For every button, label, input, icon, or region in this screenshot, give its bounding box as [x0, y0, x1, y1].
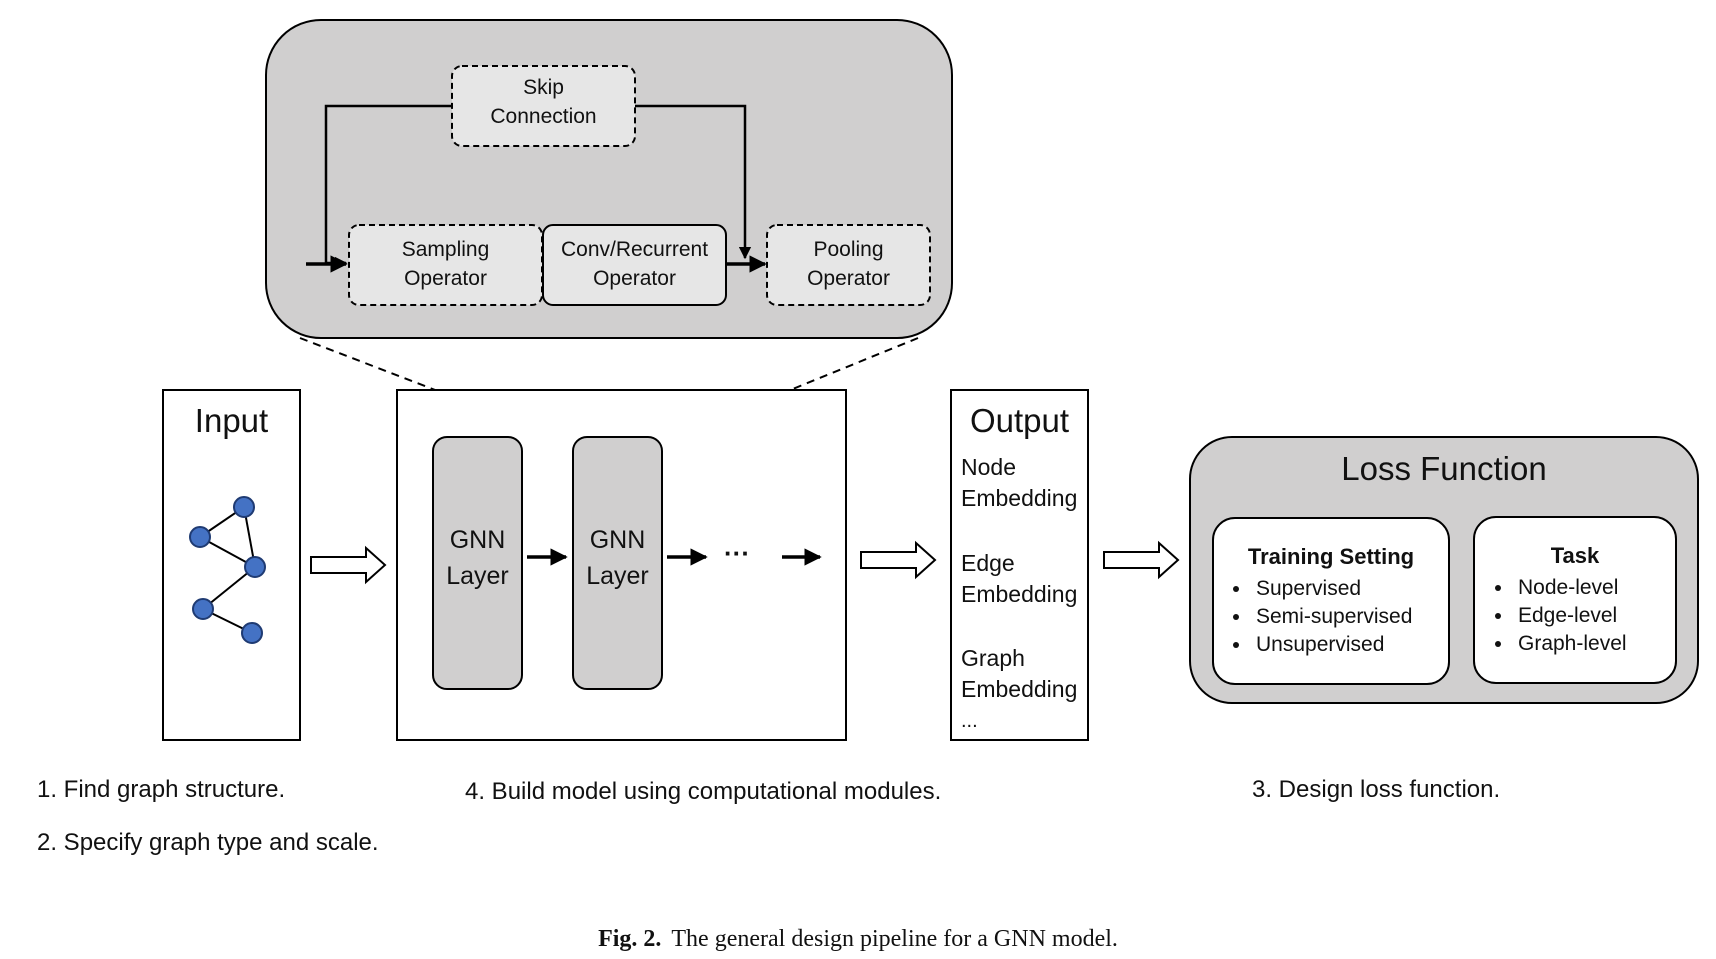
pooling-line2: Operator — [807, 267, 890, 290]
conv-operator-label: Conv/Recurrent Operator — [543, 235, 726, 293]
output-box — [950, 389, 1089, 741]
graph-node — [241, 622, 263, 644]
step-1-text: 1. Find graph structure. — [37, 776, 286, 803]
conv-line2: Operator — [593, 267, 676, 290]
sampling-line1: Sampling — [401, 238, 490, 261]
output-node-embedding: Node Embedding — [961, 452, 1077, 514]
gnn-layer-2-label: GNN Layer — [573, 522, 662, 594]
pooling-operator-box — [766, 224, 931, 306]
hollow-arrow-output-loss — [1103, 540, 1180, 580]
output-more: ... — [961, 710, 978, 732]
output-title: Output — [969, 402, 1070, 439]
graph-node — [189, 526, 211, 548]
output-edge-embedding: Edge Embedding — [961, 548, 1077, 610]
gnn-layer-1-line1: GNN — [449, 526, 506, 554]
sampling-operator-label: Sampling Operator — [349, 235, 542, 293]
layer-ellipsis: ··· — [724, 538, 750, 568]
figure-caption-text: The general design pipeline for a GNN mo… — [671, 926, 1118, 952]
output-node-line2: Embedding — [961, 485, 1078, 511]
figure-label: Fig. 2. — [598, 926, 662, 952]
step-4-text: 4. Build model using computational modul… — [465, 778, 942, 805]
gnn-layer-1-label: GNN Layer — [433, 522, 522, 594]
input-box — [162, 389, 301, 741]
output-graph-embedding: Graph Embedding — [961, 643, 1077, 705]
training-setting-heading: Training Setting — [1247, 544, 1415, 569]
skip-line-right — [635, 104, 752, 260]
task-item: Edge-level — [1514, 602, 1627, 630]
graph-node — [233, 496, 255, 518]
conv-line1: Conv/Recurrent — [560, 238, 709, 261]
task-box — [1473, 516, 1677, 684]
training-item: Semi-supervised — [1252, 603, 1412, 631]
graph-icon — [189, 496, 266, 644]
step-3-text: 3. Design loss function. — [1252, 776, 1501, 803]
task-item: Graph-level — [1514, 630, 1627, 658]
sampling-operator-box — [348, 224, 543, 306]
sampling-line2: Operator — [404, 267, 487, 290]
gnn-layer-2 — [572, 436, 663, 690]
output-graph-line2: Embedding — [961, 676, 1078, 702]
gnn-layer-2-line1: GNN — [589, 526, 646, 554]
training-item: Supervised — [1252, 575, 1412, 603]
output-node-line1: Node — [961, 454, 1016, 480]
output-graph-line1: Graph — [961, 645, 1025, 671]
skip-connection-label: Skip Connection — [452, 73, 635, 131]
gnn-layer-1 — [432, 436, 523, 690]
zoom-dash-right — [659, 337, 919, 444]
task-item: Node-level — [1514, 574, 1627, 602]
output-edge-line1: Edge — [961, 550, 1015, 576]
graph-node — [244, 556, 266, 578]
gnn-layer-1-line2: Layer — [446, 562, 509, 590]
figure-caption: Fig. 2. The general design pipeline for a… — [0, 926, 1716, 953]
skip-connection-line1: Skip — [523, 76, 564, 99]
hollow-arrow-model-output — [860, 540, 937, 580]
skip-connection-line2: Connection — [490, 105, 597, 128]
pooling-operator-label: Pooling Operator — [767, 235, 930, 293]
input-title: Input — [194, 402, 269, 439]
loss-function-title: Loss Function — [1341, 450, 1547, 487]
pooling-line1: Pooling — [813, 238, 884, 261]
training-item: Unsupervised — [1252, 631, 1412, 659]
training-setting-box — [1212, 517, 1450, 685]
output-edge-line2: Embedding — [961, 581, 1078, 607]
step-2-text: 2. Specify graph type and scale. — [37, 829, 379, 856]
task-list: Node-level Edge-level Graph-level — [1488, 574, 1627, 658]
gnn-layer-2-line2: Layer — [586, 562, 649, 590]
task-heading: Task — [1550, 543, 1600, 568]
training-setting-list: Supervised Semi-supervised Unsupervised — [1226, 575, 1412, 659]
graph-node — [192, 598, 214, 620]
hollow-arrow-input-model — [310, 545, 387, 585]
